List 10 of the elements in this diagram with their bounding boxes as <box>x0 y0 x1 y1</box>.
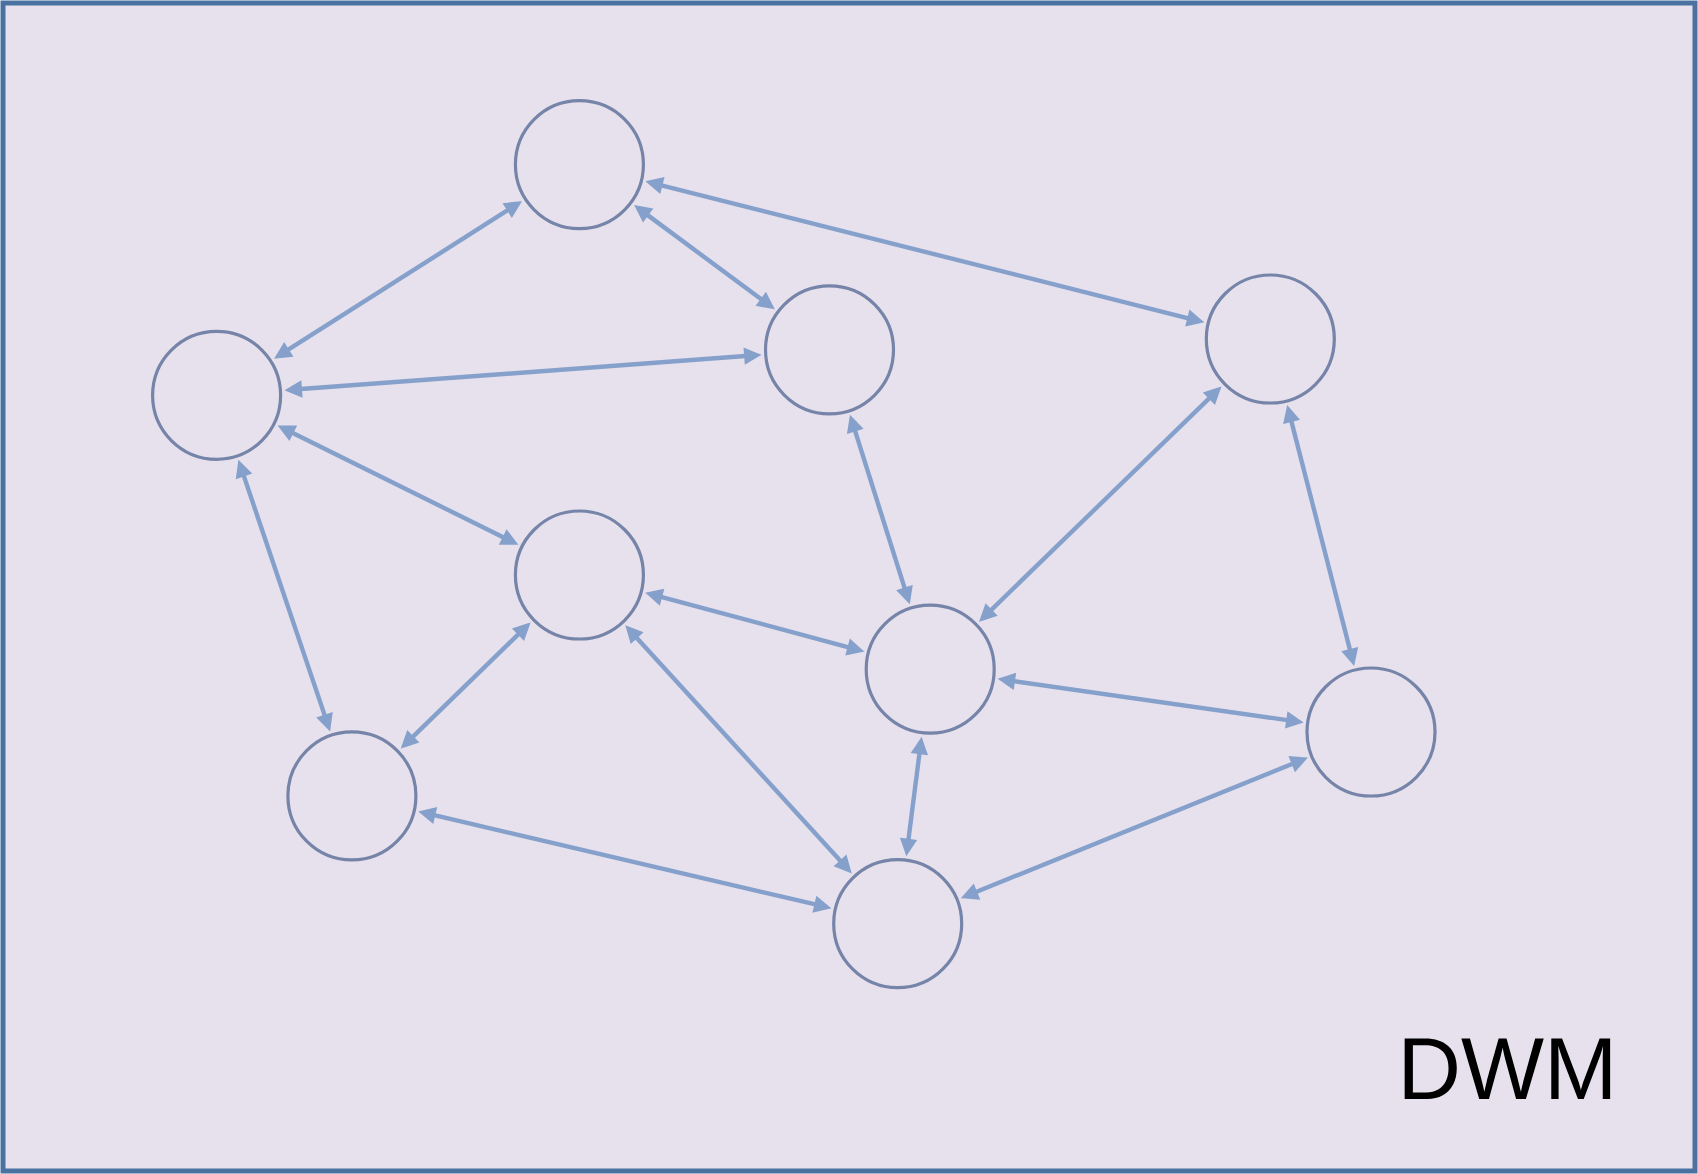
circle-node <box>864 603 996 735</box>
circle-node <box>1305 666 1437 798</box>
circle-node <box>286 730 418 862</box>
corner-label: DWM <box>1404 1038 1611 1100</box>
circle-node <box>151 329 283 461</box>
circle-node <box>513 509 645 641</box>
circle-node <box>1204 273 1336 405</box>
circle-node <box>832 858 964 990</box>
circle-node <box>513 99 645 231</box>
circle-node <box>763 284 896 416</box>
